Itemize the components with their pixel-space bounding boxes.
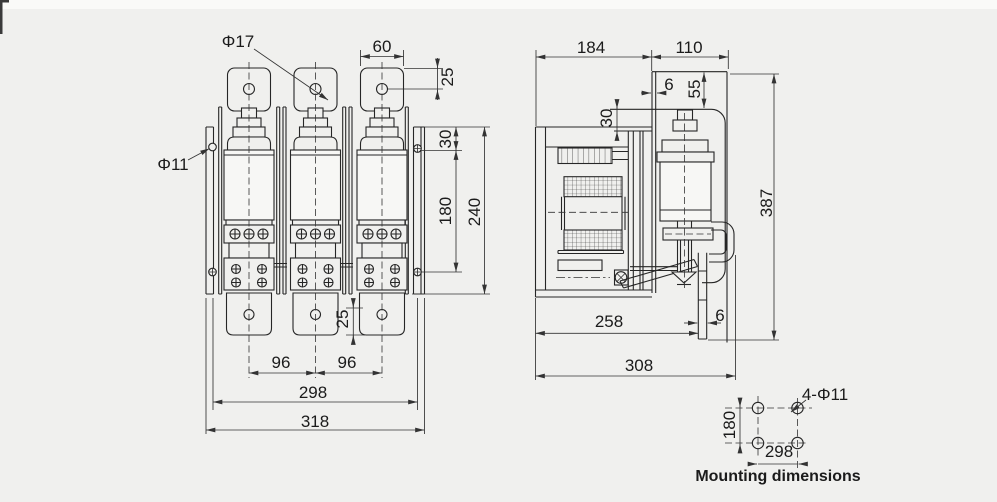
pole-3 xyxy=(356,61,408,379)
mounting-view: 4-Φ11 180 298 Mounting dimensions xyxy=(695,385,860,485)
dim-240-label: 240 xyxy=(465,198,484,226)
dim-30-label: 30 xyxy=(436,130,455,149)
dim-30-side-label: 30 xyxy=(597,109,616,128)
side-coil-assembly xyxy=(548,147,631,278)
dim-96-right-label: 96 xyxy=(338,353,357,372)
phi11-leader xyxy=(187,148,210,161)
dim-6-top-label: 6 xyxy=(664,75,673,94)
front-dimensions xyxy=(187,48,490,434)
mounting-holes-label: 4-Φ11 xyxy=(802,385,848,404)
dim-110-label: 110 xyxy=(675,38,702,57)
side-dimension-labels: 184 110 6 55 30 387 258 6 308 xyxy=(577,38,776,375)
dim-298-label: 298 xyxy=(299,383,327,402)
pole-1 xyxy=(223,61,275,379)
dim-318-label: 318 xyxy=(301,412,329,431)
dim-25-top-label: 25 xyxy=(438,68,457,87)
dim-55-label: 55 xyxy=(685,80,704,99)
phi11-label: Φ11 xyxy=(157,155,188,174)
side-mounting-panel xyxy=(610,71,728,343)
phi17-label: Φ17 xyxy=(222,32,254,51)
dim-258-label: 258 xyxy=(595,312,623,331)
dim-387-label: 387 xyxy=(757,189,776,217)
pole-2 xyxy=(289,61,342,379)
dim-25-bottom-label: 25 xyxy=(333,310,352,329)
dim-308-label: 308 xyxy=(625,356,653,375)
mounting-180-label: 180 xyxy=(720,411,739,439)
scan-edge-artifact2 xyxy=(0,0,9,3)
scan-edge-artifact xyxy=(0,0,3,34)
side-view: 184 110 6 55 30 387 258 6 308 xyxy=(534,38,779,380)
front-phase-barriers xyxy=(218,106,409,295)
scan-top-margin xyxy=(0,0,997,9)
mounting-holes xyxy=(725,396,812,468)
dim-60-label: 60 xyxy=(373,37,392,56)
side-pivot-lever xyxy=(613,258,698,289)
mounting-dimensions xyxy=(737,397,808,467)
phi17-leader xyxy=(253,48,329,101)
side-actuator xyxy=(656,109,715,290)
dim-6-bottom-label: 6 xyxy=(715,306,724,325)
dim-96-left-label: 96 xyxy=(272,353,291,372)
mounting-298-label: 298 xyxy=(765,442,793,461)
front-mounting-brackets xyxy=(205,126,426,295)
mounting-caption: Mounting dimensions xyxy=(695,468,860,485)
mounting-labels: 4-Φ11 180 298 Mounting dimensions xyxy=(695,385,860,485)
holes-leader xyxy=(790,399,807,413)
side-elbow-and-rod xyxy=(697,221,735,340)
dim-184-label: 184 xyxy=(577,38,605,57)
side-dimensions xyxy=(535,50,779,380)
dim-180-label: 180 xyxy=(436,197,455,225)
front-view: Φ17 Φ11 60 25 30 180 240 25 96 96 298 31… xyxy=(157,32,490,434)
front-dimension-labels: Φ17 Φ11 60 25 30 180 240 25 96 96 298 31… xyxy=(157,32,484,431)
side-housing xyxy=(534,126,652,298)
